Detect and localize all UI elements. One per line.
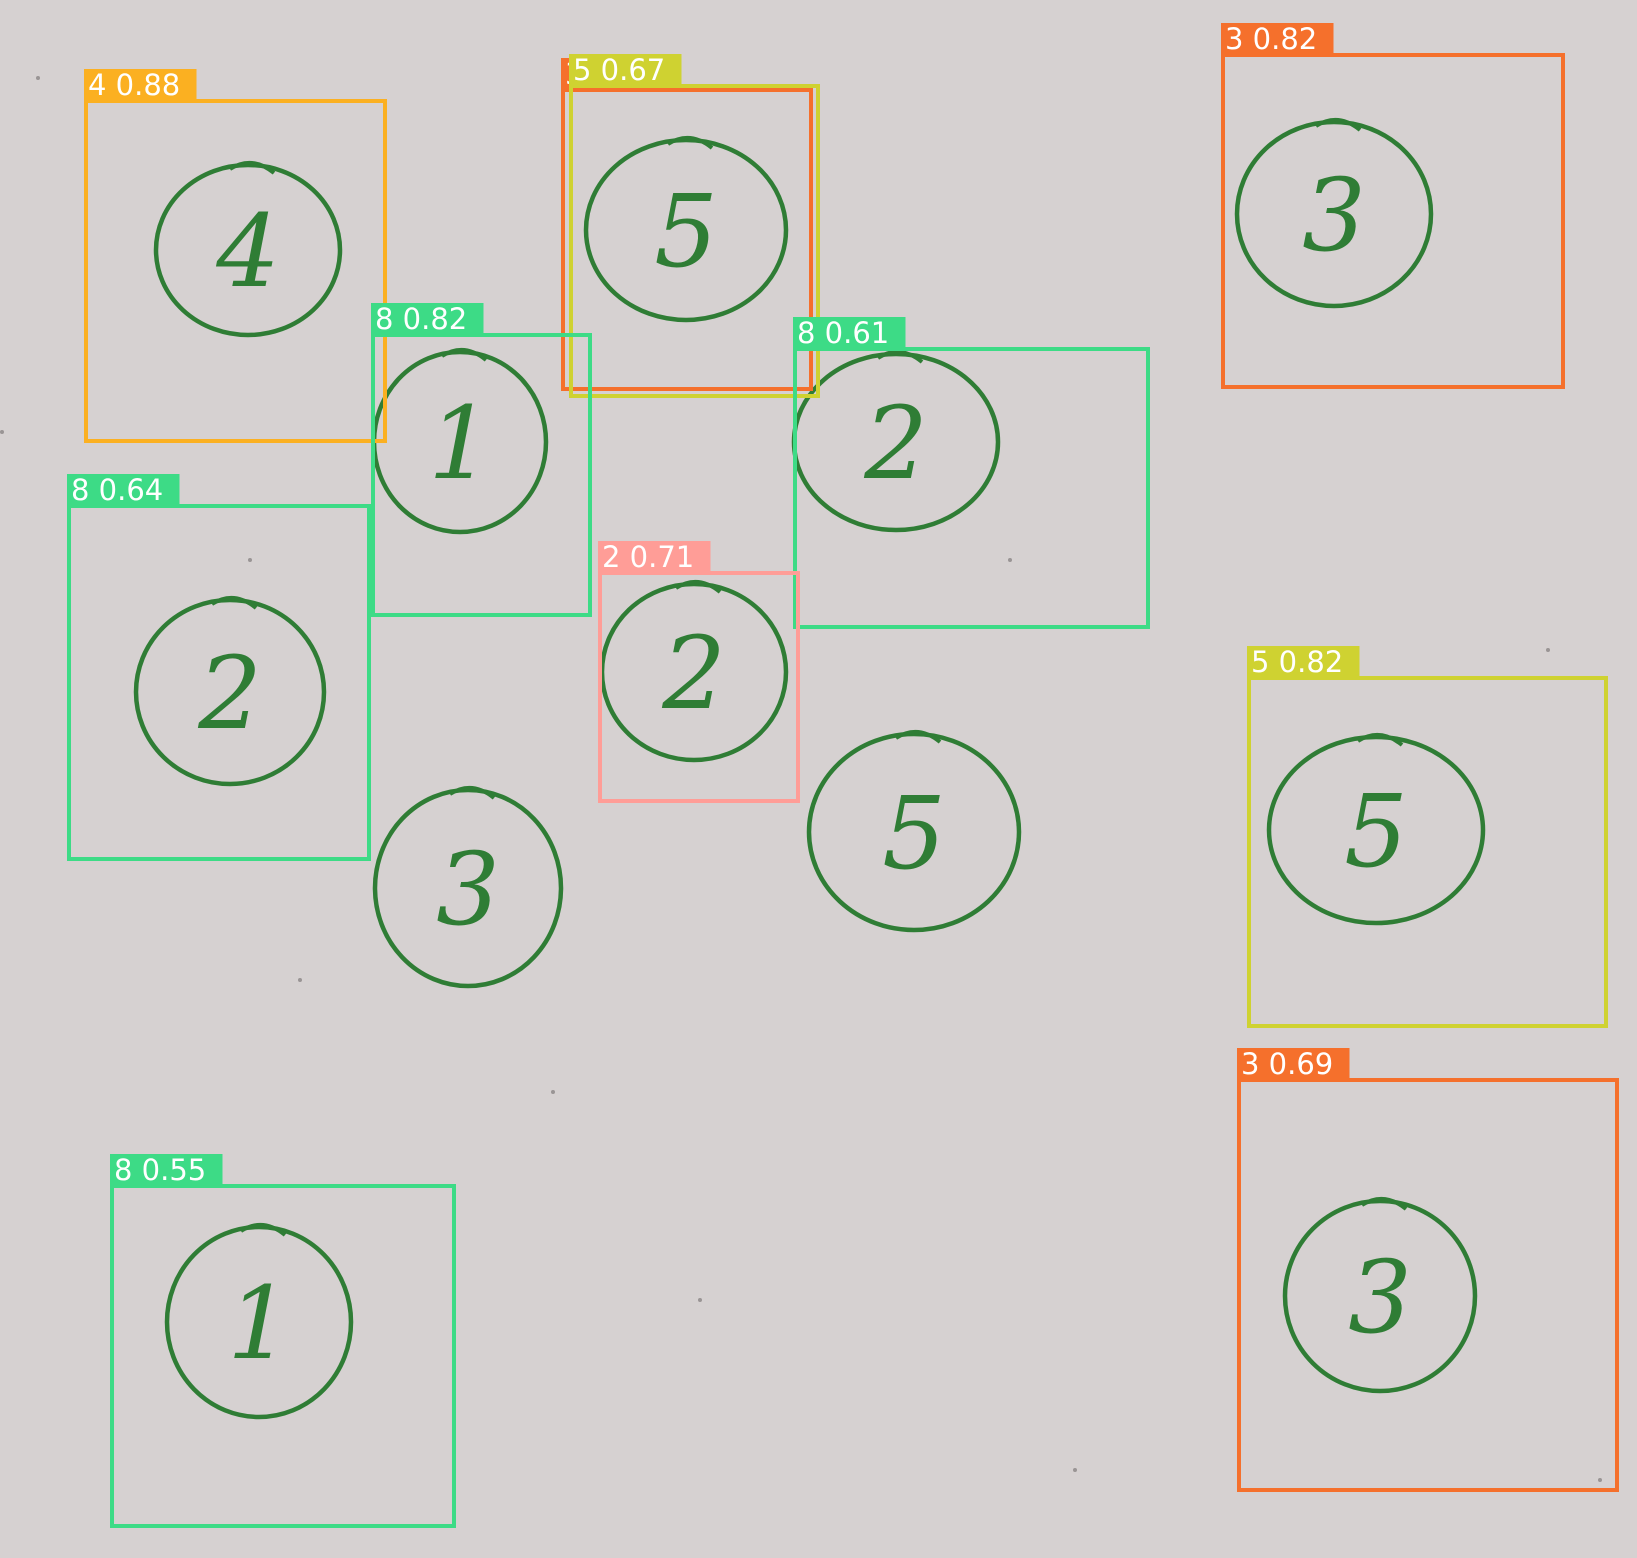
detection-label: 3 0.82 [1225, 22, 1317, 56]
detection-box-3: 3 0.82 [1221, 22, 1565, 389]
digit-glyph: 5 [1344, 773, 1408, 890]
digit-circle-overlap [876, 350, 924, 364]
detection-label: 2 0.71 [602, 540, 694, 574]
paper-speck [551, 1090, 555, 1094]
digit-circle-overlap [1356, 733, 1404, 747]
bounding-box [110, 1184, 456, 1528]
digit-glyph: 5 [882, 775, 946, 892]
detection-box-3: 3 0.69 [1237, 1047, 1619, 1492]
paper-speck [1598, 1478, 1602, 1482]
detection-label-bg [110, 1154, 223, 1186]
detection-label-bg [598, 541, 711, 573]
detection-box-5: 5 0.67 [569, 53, 820, 398]
paper-speck [36, 76, 40, 80]
digit-glyph: 2 [661, 615, 726, 732]
paper-speck [1073, 1468, 1077, 1472]
detection-box-8: 8 0.82 [371, 302, 592, 617]
detection-box-8: 8 0.64 [67, 473, 371, 861]
bounding-box [569, 84, 820, 398]
detection-label: 4 0.88 [88, 68, 180, 102]
paper-speck [698, 1298, 702, 1302]
handwritten-digit-5: 5 [583, 136, 789, 323]
digit-circle [164, 1224, 354, 1420]
bounding-box [793, 347, 1150, 629]
paper-speck [1008, 558, 1012, 562]
detection-label: 8 0.61 [797, 316, 889, 350]
detection-label-bg [569, 54, 682, 86]
detection-label: 8 0.64 [71, 473, 163, 507]
digit-circle [133, 597, 327, 787]
handwritten-digit-3: 3 [1234, 118, 1434, 309]
digit-glyph: 2 [863, 385, 928, 502]
handwritten-digit-3: 3 [1282, 1197, 1478, 1394]
detection-box-5: 5 0.82 [1247, 645, 1608, 1028]
detection-label: 3 0.69 [1241, 1047, 1333, 1081]
detection-label: 5 0.67 [573, 53, 665, 87]
bounding-box [84, 99, 387, 443]
detection-label: 5 0.82 [1251, 645, 1343, 679]
digit-circle [1234, 119, 1434, 309]
paper-speck [1546, 648, 1550, 652]
digit-circle-overlap [666, 136, 714, 150]
detection-label-bg [67, 474, 180, 506]
digit-circle-overlap [674, 580, 722, 594]
digit-circle-overlap [239, 1223, 287, 1237]
handwritten-digit-3: 3 [372, 786, 564, 989]
handwritten-digit-1: 1 [164, 1223, 354, 1420]
handwritten-digit-4: 4 [153, 161, 343, 338]
digit-circle-overlap [448, 786, 496, 800]
digit-glyph: 5 [654, 173, 718, 290]
digit-glyph: 4 [215, 193, 280, 310]
detection-label: 8 0.82 [375, 302, 467, 336]
handwritten-digit-2: 2 [791, 350, 1001, 533]
paper-speck [248, 558, 252, 562]
digit-circle-overlap [1360, 1197, 1408, 1211]
paper-speck [0, 430, 4, 434]
detection-box-4: 4 0.88 [84, 68, 387, 443]
digit-glyph: 1 [428, 385, 492, 502]
detection-label-bg [1237, 1048, 1350, 1080]
digit-circle [153, 162, 343, 338]
digit-circle-overlap [894, 730, 942, 744]
bounding-box [1247, 676, 1608, 1028]
detection-label-bg [371, 303, 484, 335]
digit-circle [806, 731, 1022, 933]
paper-speck [298, 978, 302, 982]
digit-glyph: 3 [1302, 157, 1366, 274]
detection-box-8: 8 0.55 [110, 1153, 456, 1528]
digit-circle-overlap [440, 348, 488, 362]
detection-label-bg [793, 317, 906, 349]
digit-circle [1282, 1198, 1478, 1394]
detection-label-bg [1247, 646, 1360, 678]
bounding-box [1221, 53, 1565, 389]
digit-circle-overlap [210, 596, 258, 610]
handwritten-digit-1: 1 [371, 348, 549, 535]
bounding-box [1237, 1078, 1619, 1492]
handwritten-digit-5: 5 [1266, 733, 1486, 926]
detection-label-bg [1221, 23, 1334, 55]
detection-box-2: 2 0.71 [598, 540, 800, 803]
digit-circle-overlap [228, 161, 276, 175]
detection-box-8: 8 0.61 [793, 316, 1150, 629]
bounding-box [67, 504, 371, 861]
digit-circle [583, 137, 789, 323]
digit-circle [372, 787, 564, 989]
handwritten-digit-2: 2 [133, 596, 327, 787]
digit-glyph: 3 [1348, 1239, 1412, 1356]
handwritten-digit-2: 2 [599, 580, 789, 763]
digit-glyph: 1 [227, 1265, 291, 1382]
detection-label: 8 0.55 [114, 1153, 206, 1187]
digit-glyph: 2 [197, 635, 262, 752]
digit-glyph: 3 [436, 831, 500, 948]
digit-circle-overlap [1314, 118, 1362, 132]
handwritten-digit-5: 5 [806, 730, 1022, 933]
detection-label-bg [84, 69, 197, 101]
bounding-box [561, 88, 813, 391]
digit-circle [1266, 734, 1486, 926]
